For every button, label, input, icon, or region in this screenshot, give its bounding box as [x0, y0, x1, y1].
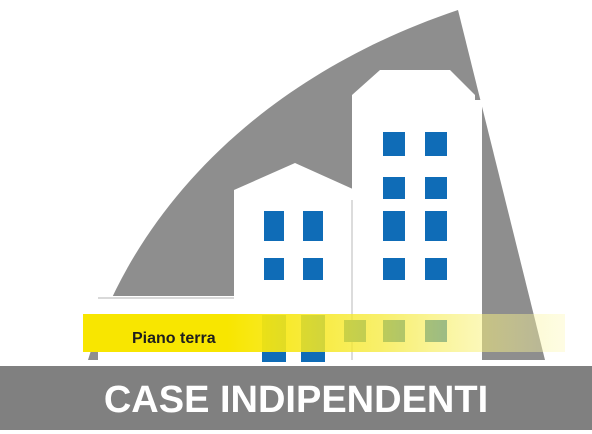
footer-title: CASE INDIPENDENTI — [103, 379, 489, 421]
footer-bar — [0, 366, 592, 430]
ground-floor-highlight-band — [83, 314, 565, 352]
floor-label: Piano terra — [132, 330, 216, 347]
